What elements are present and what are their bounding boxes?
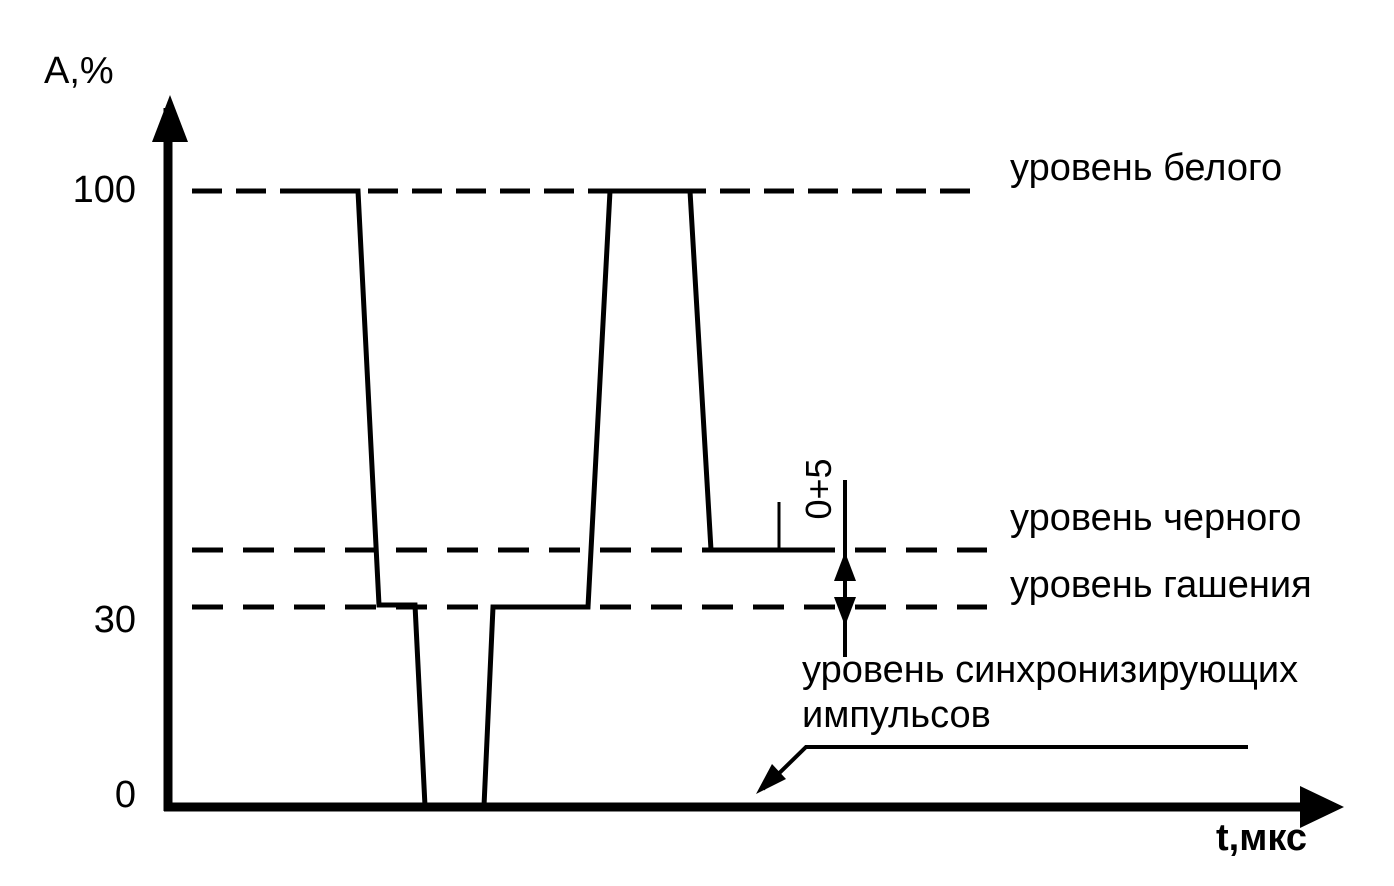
tolerance-down-arrowhead-icon [834,597,856,626]
tolerance-up-arrowhead-icon [834,552,856,581]
sync-level-leader-arrowhead-icon [756,764,786,794]
black-level-label: уровень черного [1010,497,1302,539]
sync-level-label-line2: импульсов [802,694,991,736]
white-level-label: уровень белого [1010,147,1283,189]
x-axis-arrowhead-icon [1300,786,1344,828]
x-axis-title: t,мкс [1216,817,1307,859]
y-axis-title: A,% [44,50,114,92]
tolerance-label: 0+5 [798,458,839,520]
y-axis-arrowhead-icon [152,95,188,142]
blanking-level-label: уровень гашения [1010,564,1312,606]
y-tick-30: 30 [93,599,136,641]
y-tick-100: 100 [72,169,136,211]
sync-level-leader-line [761,745,1248,791]
signal-waveform [283,188,806,809]
sync-level-label: уровень синхронизирующих импульсов [802,648,1298,738]
y-tick-0: 0 [114,774,136,816]
sync-level-label-line1: уровень синхронизирующих [802,649,1299,691]
